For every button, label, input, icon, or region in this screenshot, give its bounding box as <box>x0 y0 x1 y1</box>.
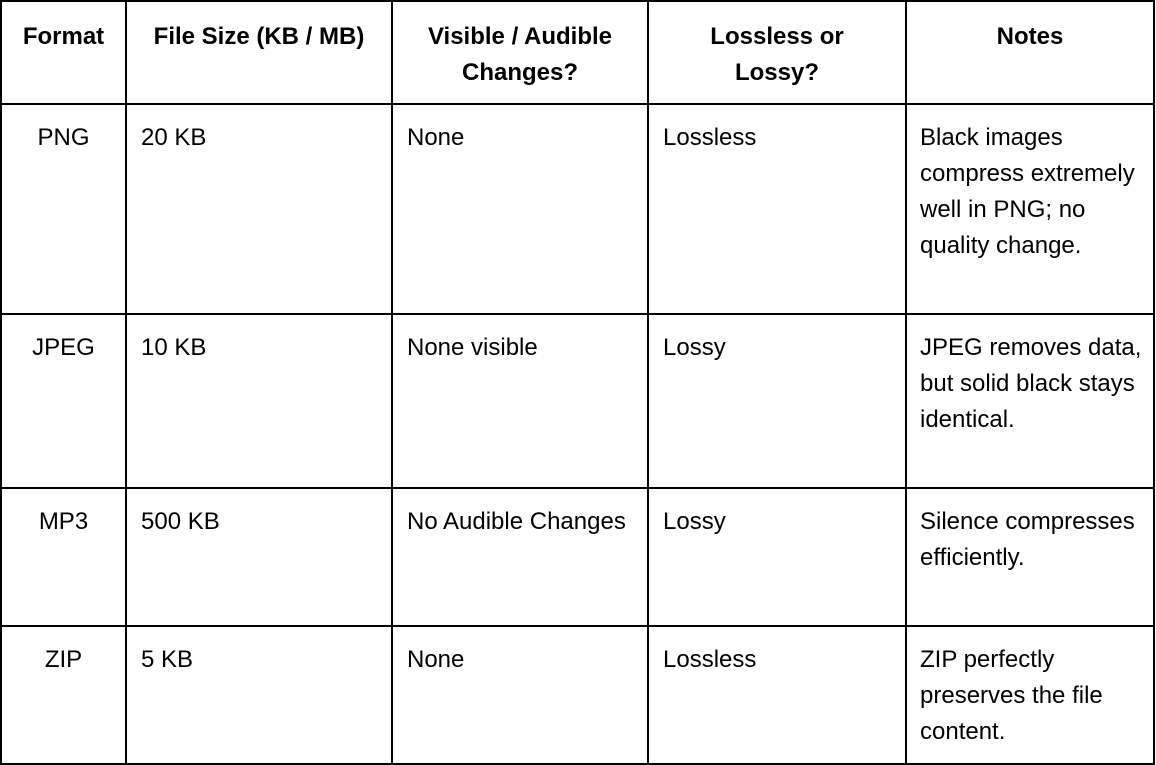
header-notes-label: Notes <box>996 23 1064 50</box>
cell-format: ZIP <box>0 625 127 765</box>
cell-file-size: 500 KB <box>125 487 393 627</box>
cell-changes: No Audible Changes <box>391 487 649 627</box>
header-lossiness: Lossless or Lossy? <box>647 0 907 105</box>
cell-format: MP3 <box>0 487 127 627</box>
cell-lossiness: Lossless <box>647 625 907 765</box>
cell-notes: Black images compress extremely well in … <box>905 103 1155 315</box>
table-row: MP3 500 KB No Audible Changes Lossy Sile… <box>0 487 1155 627</box>
header-lossiness-label: Lossless or Lossy? <box>710 23 844 86</box>
table-row: JPEG 10 KB None visible Lossy JPEG remov… <box>0 313 1155 489</box>
cell-format: JPEG <box>0 313 127 489</box>
header-notes: Notes <box>905 0 1155 105</box>
header-changes: Visible / Audible Changes? <box>391 0 649 105</box>
header-changes-label: Visible / Audible Changes? <box>427 23 613 86</box>
cell-changes: None <box>391 625 649 765</box>
header-row: Format File Size (KB / MB) Visible / Aud… <box>0 0 1155 105</box>
cell-file-size: 10 KB <box>125 313 393 489</box>
header-file-size-label: File Size (KB / MB) <box>153 23 365 50</box>
cell-lossiness: Lossy <box>647 313 907 489</box>
cell-changes: None <box>391 103 649 315</box>
cell-notes: Silence compresses efficiently. <box>905 487 1155 627</box>
cell-notes: JPEG removes data, but solid black stays… <box>905 313 1155 489</box>
cell-file-size: 5 KB <box>125 625 393 765</box>
cell-lossiness: Lossless <box>647 103 907 315</box>
table-row: PNG 20 KB None Lossless Black images com… <box>0 103 1155 315</box>
header-format-label: Format <box>22 23 105 50</box>
cell-notes: ZIP perfectly preserves the file content… <box>905 625 1155 765</box>
cell-file-size: 20 KB <box>125 103 393 315</box>
header-file-size: File Size (KB / MB) <box>125 0 393 105</box>
cell-format: PNG <box>0 103 127 315</box>
cell-lossiness: Lossy <box>647 487 907 627</box>
cell-changes: None visible <box>391 313 649 489</box>
header-format: Format <box>0 0 127 105</box>
table-row: ZIP 5 KB None Lossless ZIP perfectly pre… <box>0 625 1155 765</box>
